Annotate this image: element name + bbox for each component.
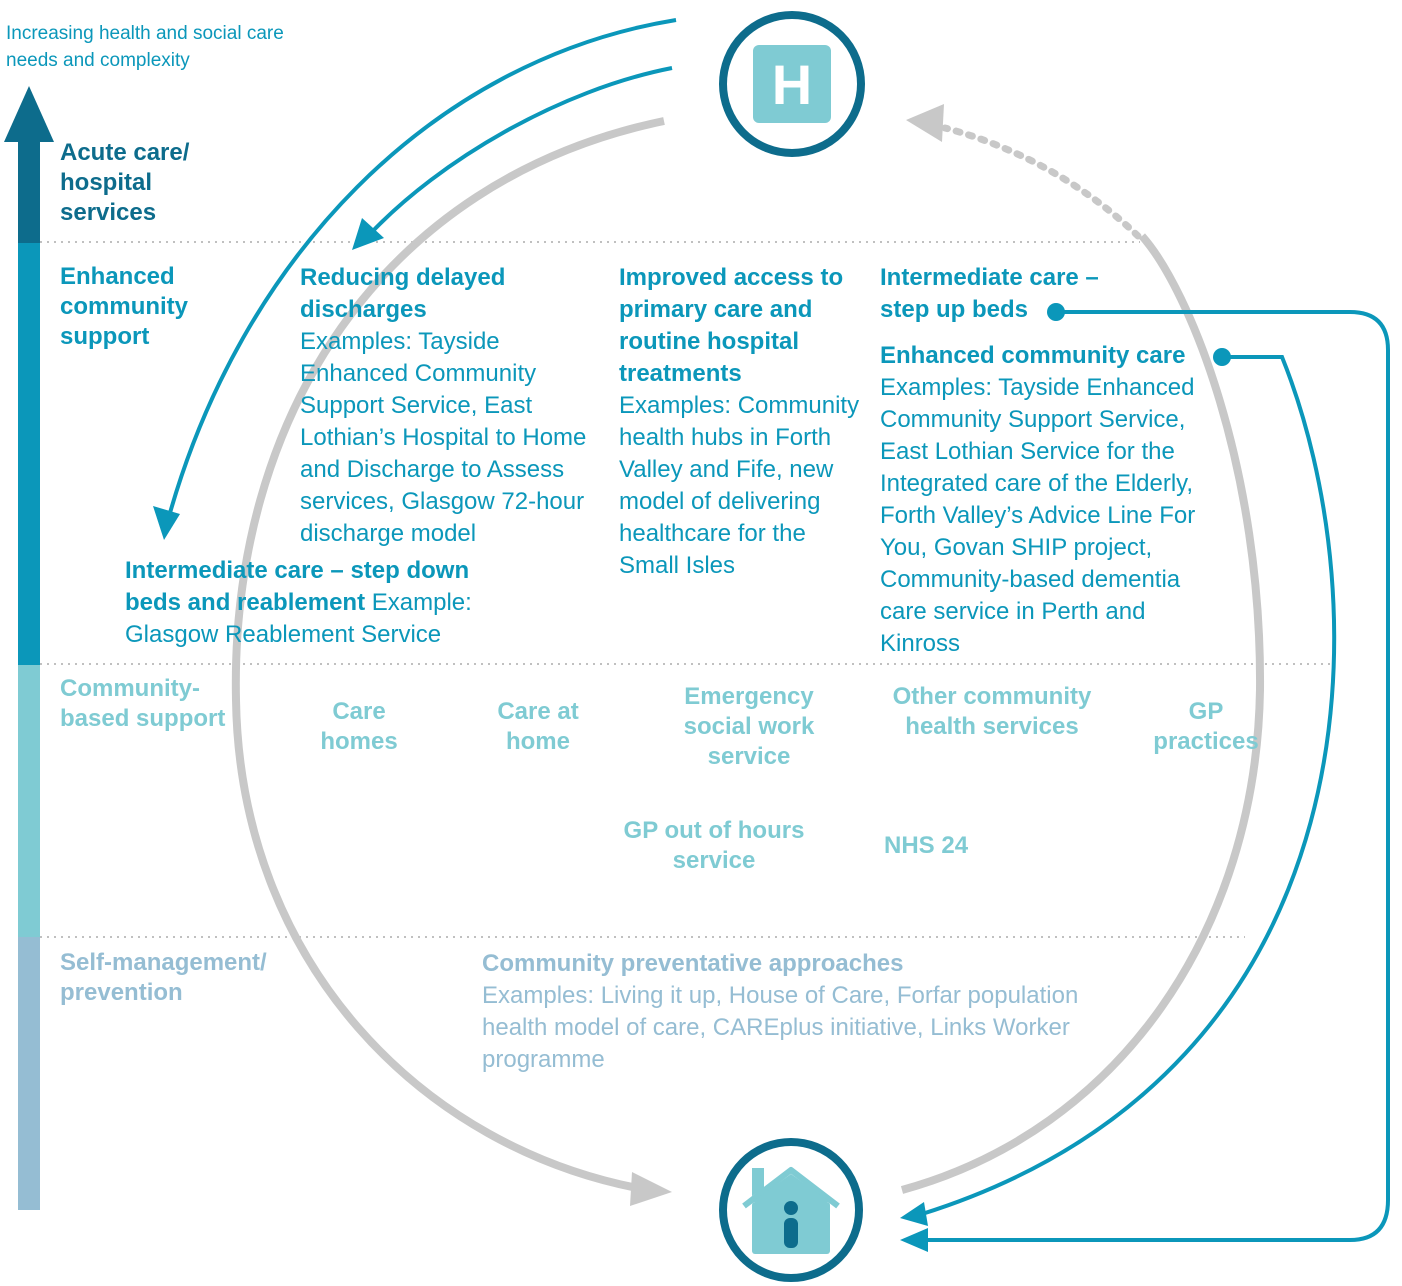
box-title: Reducing delayed discharges xyxy=(300,264,506,323)
svg-text:H: H xyxy=(772,53,812,116)
arrow-head-enhcare-home xyxy=(900,1202,928,1226)
box-text: Examples: Living it up, House of Care, F… xyxy=(482,982,1079,1073)
service-gp-out-of-hours: GP out of hours service xyxy=(623,817,805,874)
scale-bar-acute xyxy=(18,138,40,243)
level-label-acute: Acute care/ hospital services xyxy=(60,139,190,226)
service-emergency-social-work: Emergency social work service xyxy=(683,683,815,770)
level-label-community: Community-based support xyxy=(60,675,226,732)
grey-arc-right xyxy=(900,233,1265,1194)
arrow-hospital-to-delayed xyxy=(368,66,673,236)
box-improved-access: Improved access to primary care and rout… xyxy=(619,262,864,582)
box-title: Intermediate care – step up beds xyxy=(880,264,1099,323)
hospital-h-icon: H xyxy=(719,11,865,157)
scale-bar-community xyxy=(18,665,40,937)
box-enhanced-community-care: Enhanced community care Examples: Taysid… xyxy=(880,340,1220,660)
service-nhs-24: NHS 24 xyxy=(884,832,969,859)
box-title: Intermediate care – step down beds and r… xyxy=(125,557,470,616)
box-step-down-beds: Intermediate care – step down beds and r… xyxy=(125,555,525,651)
box-text: Examples: Tayside Enhanced Community Sup… xyxy=(880,374,1196,657)
connector-stepup-home xyxy=(922,310,1390,1242)
arrow-head-stepdown xyxy=(153,506,180,540)
axis-label: Increasing health and social care needs … xyxy=(6,23,284,71)
arrow-head-stepup-home xyxy=(900,1228,928,1252)
box-reducing-delayed-discharges: Reducing delayed discharges Examples: Ta… xyxy=(300,262,610,550)
level-label-enhanced: Enhanced community support xyxy=(60,263,189,350)
box-title: Community preventative approaches xyxy=(482,950,904,977)
service-care-at-home: Care at home xyxy=(497,698,579,755)
grey-arrow-head-hospital xyxy=(906,104,944,142)
level-label-self: Self-management/ prevention xyxy=(60,949,267,1006)
box-step-up-beds: Intermediate care – step up beds xyxy=(880,262,1130,326)
box-text: Examples: Tayside Enhanced Community Sup… xyxy=(300,328,587,547)
arrow-hospital-to-stepdown xyxy=(166,18,677,521)
box-title: Improved access to primary care and rout… xyxy=(619,264,844,387)
grey-dotted-arc xyxy=(941,124,1142,240)
service-gp-practices: GP practices xyxy=(1153,698,1259,755)
grey-arrow-head-home xyxy=(630,1172,672,1206)
service-other-community-health: Other community health services xyxy=(892,683,1092,740)
home-person-icon xyxy=(719,1138,863,1282)
box-community-preventative: Community preventative approaches Exampl… xyxy=(482,948,1102,1076)
grey-arc-left xyxy=(231,117,665,1194)
box-text: Example: Glasgow Reablement Service xyxy=(125,589,472,648)
arrow-head-delayed xyxy=(352,218,384,250)
service-care-homes: Care homes xyxy=(320,698,398,755)
scale-bar-enhanced xyxy=(18,243,40,665)
connector-enhcare-home xyxy=(921,355,1337,1216)
scale-arrow-head xyxy=(4,86,54,142)
box-title: Enhanced community care xyxy=(880,342,1186,369)
scale-bar-self xyxy=(18,937,40,1210)
box-text: Examples: Community health hubs in Forth… xyxy=(619,392,860,579)
